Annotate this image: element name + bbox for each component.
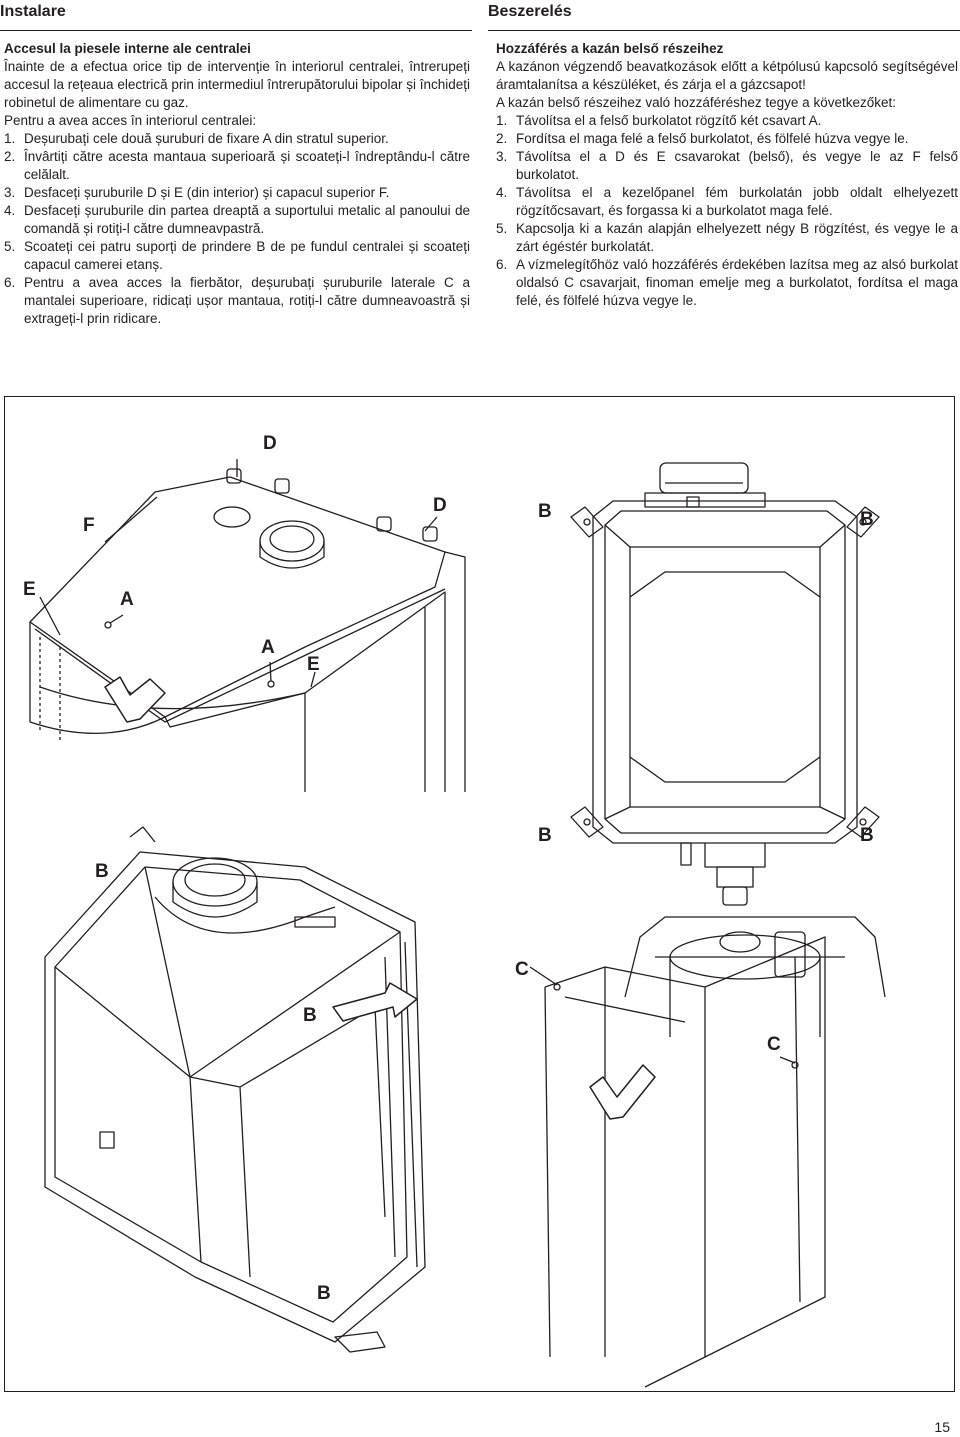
label-c-top: C bbox=[515, 959, 529, 980]
list-item: 4.Desfaceți șuruburile din partea dreapt… bbox=[4, 203, 470, 236]
list-item: 2.Fordítsa el maga felé a felső burkolat… bbox=[496, 131, 909, 146]
right-intro: A kazánon végzendő beavatkozások előtt a… bbox=[496, 59, 958, 92]
list-item: 6.A vízmelegítőhöz való hozzáférés érdek… bbox=[496, 257, 958, 308]
label-b-tr: B bbox=[860, 509, 874, 530]
label-b-tl: B bbox=[538, 501, 552, 522]
drawing-top-cover bbox=[29, 459, 466, 792]
list-item: 1.Távolítsa el a felső burkolatot rögzít… bbox=[496, 113, 822, 128]
list-item: 2.Învârtiți către acesta mantaua superio… bbox=[4, 149, 470, 182]
label-e-mid: E bbox=[307, 654, 320, 675]
right-lead: A kazán belső részeihez való hozzáférésh… bbox=[496, 95, 896, 110]
label-d-right: D bbox=[433, 495, 447, 516]
label-b-bottom: B bbox=[317, 1283, 331, 1304]
list-item: 5.Scoateți cei patru suporți de prindere… bbox=[4, 239, 470, 272]
list-item: 1.Deșurubați cele două șuruburi de fixar… bbox=[4, 131, 389, 146]
left-lead: Pentru a avea acces în interiorul centra… bbox=[4, 113, 257, 128]
list-item: 3.Desfaceți șuruburile D și E (din inter… bbox=[4, 185, 390, 200]
rotate-arrow-icon bbox=[589, 1064, 656, 1120]
drawing-boiler-body bbox=[44, 826, 426, 1353]
section-title-left: Instalare bbox=[0, 3, 66, 20]
label-a-mid: A bbox=[261, 637, 275, 658]
right-steps-list: 1.Távolítsa el a felső burkolatot rögzít… bbox=[496, 112, 958, 310]
rotate-arrow-icon bbox=[104, 676, 166, 723]
disassembly-figure: D D F E A A E B B B B B B B C C bbox=[4, 396, 955, 1392]
label-e-left: E bbox=[23, 579, 36, 600]
left-text-column: Accesul la piesele interne ale centralei… bbox=[4, 40, 470, 328]
list-item: 5.Kapcsolja ki a kazán alapján elhelyeze… bbox=[496, 221, 958, 254]
boiler-drawings: D D F E A A E B B B B B B B C C bbox=[23, 433, 886, 1388]
label-b-mr: B bbox=[860, 825, 874, 846]
list-item: 3.Távolítsa el a D és E csavarokat (bels… bbox=[496, 149, 958, 182]
right-text-column: Hozzáférés a kazán belső részeihez A kaz… bbox=[496, 40, 958, 310]
list-item: 4.Távolítsa el a kezelőpanel fém burkola… bbox=[496, 185, 958, 218]
left-intro: Înainte de a efectua orice tip de interv… bbox=[4, 59, 470, 110]
right-heading: Hozzáférés a kazán belső részeihez bbox=[496, 41, 724, 56]
page-number: 15 bbox=[934, 1419, 950, 1435]
section-title-right: Beszerelés bbox=[488, 3, 572, 20]
rotate-arrow-icon bbox=[332, 982, 418, 1022]
section-header-left: Instalare bbox=[0, 0, 472, 31]
drawing-sealed-chamber bbox=[570, 462, 880, 906]
label-c-right: C bbox=[767, 1034, 781, 1055]
section-header-right: Beszerelés bbox=[488, 0, 960, 31]
left-heading: Accesul la piesele interne ale centralei bbox=[4, 41, 251, 56]
label-b-left: B bbox=[95, 861, 109, 882]
left-steps-list: 1.Deșurubați cele două șuruburi de fixar… bbox=[4, 130, 470, 328]
drawing-lower-casing bbox=[544, 916, 886, 1388]
label-a-left: A bbox=[120, 589, 134, 610]
label-b-ml: B bbox=[538, 825, 552, 846]
list-item: 6.Pentru a avea acces la fierbător, deșu… bbox=[4, 275, 470, 326]
label-d-top: D bbox=[263, 433, 277, 454]
label-b-center: B bbox=[303, 1005, 317, 1026]
label-f: F bbox=[83, 515, 95, 536]
